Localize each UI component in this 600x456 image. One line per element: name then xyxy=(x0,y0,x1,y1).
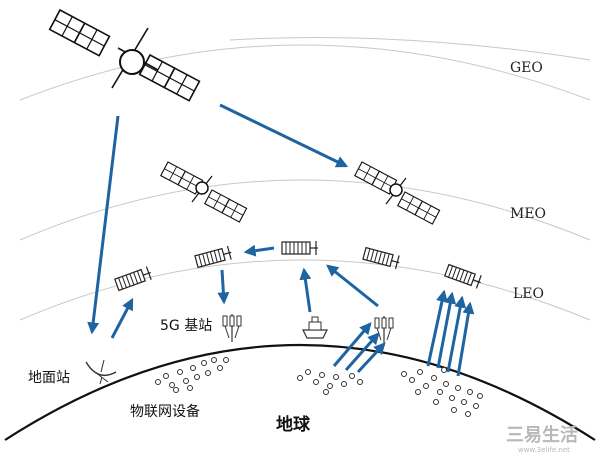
base-station-tower-left xyxy=(222,313,242,343)
leo-satellite-2 xyxy=(194,244,234,269)
arrow-iot-to-leo-4 xyxy=(456,301,475,377)
arrow-geo-to-meo xyxy=(219,103,349,168)
leo-satellite-5 xyxy=(443,263,484,290)
meo-satellite-right xyxy=(354,161,441,225)
leo-satellite-1 xyxy=(113,265,154,292)
iot-cluster-right xyxy=(401,367,483,417)
arrow-ship-to-leo xyxy=(299,267,312,313)
iot-cluster-left xyxy=(155,357,229,393)
leo-label: LEO xyxy=(513,286,544,302)
arrow-tower-to-leo xyxy=(326,264,379,308)
arrow-iot-to-leo-2 xyxy=(436,291,457,369)
ground-station-dish-icon xyxy=(85,359,117,385)
arrow-leo-to-base-station xyxy=(217,269,230,305)
base-station-label: 5G 基站 xyxy=(160,317,212,334)
arrow-iot-to-leo-3 xyxy=(446,295,467,373)
leo-orbit xyxy=(19,259,591,321)
earth-label: 地球 xyxy=(276,414,311,435)
base-station-tower-right xyxy=(374,315,394,345)
arrow-leo-to-leo-left xyxy=(243,244,275,257)
arrow-iot-to-tower-2 xyxy=(344,332,380,371)
arrow-ground-to-leo xyxy=(110,297,134,339)
arrow-iot-to-tower-1 xyxy=(332,322,372,367)
geo-label: GEO xyxy=(510,60,543,76)
ship-icon xyxy=(302,316,328,339)
arrow-geo-to-ground-station xyxy=(87,115,120,335)
geo-upper-orbit xyxy=(229,37,591,61)
meo-orbit xyxy=(19,179,591,241)
geo-satellite xyxy=(48,9,201,102)
ground-station-label: 地面站 xyxy=(28,370,70,386)
arrow-iot-to-leo-1 xyxy=(426,289,448,367)
meo-satellite-left xyxy=(160,161,248,223)
meo-label: MEO xyxy=(510,206,546,222)
watermark-logo: 三易生活 xyxy=(506,424,578,446)
iot-devices-label: 物联网设备 xyxy=(130,403,200,420)
arrow-iot-to-tower-3 xyxy=(356,342,386,374)
geo-orbit xyxy=(19,44,591,101)
leo-satellite-3 xyxy=(281,240,319,256)
watermark-url: www.3elife.net xyxy=(518,446,570,454)
iot-cluster-middle xyxy=(297,369,363,395)
